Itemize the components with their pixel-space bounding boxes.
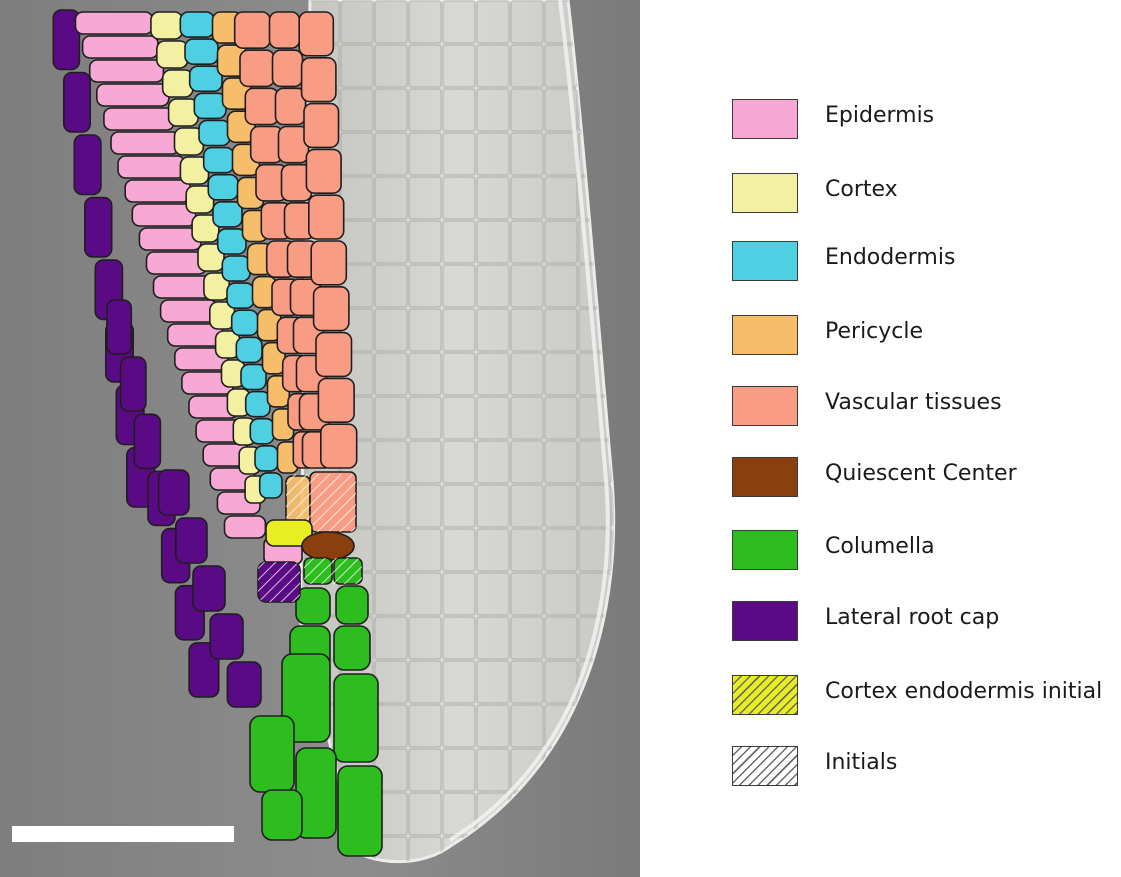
endodermis-cell [199, 120, 230, 145]
legend-item-pericycle: Pericycle [732, 313, 1117, 357]
legend-label-epidermis: Epidermis [825, 101, 934, 131]
columella-cell [262, 790, 302, 840]
endodermis-cell [246, 392, 270, 417]
endodermis-cell [185, 39, 218, 64]
lrc-cell [193, 566, 225, 611]
legend-swatch-epidermis [732, 99, 798, 139]
lrc-cell [134, 414, 160, 468]
lrc-cell [85, 198, 112, 258]
scale-bar [12, 826, 234, 842]
legend-label-columella: Columella [825, 532, 935, 562]
lrc-cell [227, 662, 261, 707]
epidermis-cell [76, 12, 153, 34]
vascular-cell [302, 58, 336, 102]
endodermis-cell [180, 12, 214, 37]
lrc-cell [74, 135, 101, 195]
cortex-cell [151, 12, 183, 39]
vascular-cell [273, 50, 303, 86]
epidermis-cell [111, 132, 180, 154]
initials-hatching [258, 562, 300, 602]
legend-item-cei: Cortex endodermis initial [732, 673, 1117, 717]
vascular-cell [311, 241, 346, 285]
lrc-cell [107, 300, 131, 354]
legend-item-lrc: Lateral root cap [732, 599, 1117, 643]
vascular-cell [240, 50, 274, 86]
lrc-cell [210, 614, 243, 659]
legend-item-cortex: Cortex [732, 171, 1117, 215]
lrc-cell [176, 518, 207, 563]
endodermis-cell [194, 93, 226, 118]
legend-swatch-vascular [732, 386, 798, 426]
legend-item-vascular: Vascular tissues [732, 384, 1117, 428]
endodermis-cell [232, 310, 258, 335]
endodermis-cell [208, 175, 238, 200]
vascular-cell [321, 424, 357, 468]
legend-item-qc: Quiescent Center [732, 455, 1117, 499]
epidermis-cell [83, 36, 158, 58]
columella-cell [296, 588, 330, 624]
cortex-cell [163, 70, 193, 97]
vascular-cell [306, 149, 341, 193]
lrc-cell [64, 73, 90, 133]
columella-cell [334, 674, 378, 762]
epidermis-cell [225, 516, 266, 538]
vascular-cell [304, 104, 339, 148]
legend-swatch-pericycle [732, 315, 798, 355]
initials-hatching [304, 558, 362, 584]
legend-label-pericycle: Pericycle [825, 317, 923, 347]
root-tip-micrograph [0, 0, 640, 877]
legend-item-columella: Columella [732, 528, 1117, 572]
legend-swatch-cortex [732, 173, 798, 213]
columella-cell [334, 626, 370, 670]
vascular-cell [245, 88, 278, 124]
epidermis-cell [125, 180, 190, 202]
epidermis-cell [154, 276, 212, 298]
legend-swatch-initials [732, 746, 798, 786]
epidermis-cell [161, 300, 217, 322]
legend-swatch-columella [732, 530, 798, 570]
columella-cell [250, 716, 294, 792]
lrc-cell [159, 470, 189, 515]
vascular-cell [316, 333, 352, 377]
endodermis-cell [250, 419, 274, 444]
vascular-cell [314, 287, 349, 331]
legend-item-initials: Initials [732, 744, 1117, 788]
legend-item-endodermis: Endodermis [732, 239, 1117, 283]
epidermis-cell [97, 84, 169, 106]
endodermis-cell [222, 256, 250, 281]
vascular-cell [235, 12, 270, 48]
legend-label-vascular: Vascular tissues [825, 388, 1002, 418]
endodermis-cell [227, 283, 254, 308]
legend-label-cortex: Cortex [825, 175, 898, 205]
vascular-cell [309, 195, 344, 239]
epidermis-cell [104, 108, 174, 130]
vascular-cell [270, 12, 300, 48]
epidermis-cell [118, 156, 185, 178]
columella-cell [338, 766, 382, 856]
legend-label-lrc: Lateral root cap [825, 603, 999, 633]
legend-label-cei: Cortex endodermis initial [825, 677, 1102, 707]
columella-cell [336, 586, 368, 624]
endodermis-cell [255, 446, 278, 471]
endodermis-cell [260, 473, 282, 498]
legend-label-initials: Initials [825, 748, 897, 778]
endodermis-cell [236, 337, 262, 362]
quiescent-center [302, 532, 354, 560]
cortex-cell [157, 41, 188, 68]
legend-swatch-endodermis [732, 241, 798, 281]
vascular-cell [299, 12, 333, 56]
legend-item-epidermis: Epidermis [732, 97, 1117, 141]
legend-swatch-cei [732, 675, 798, 715]
legend-swatch-qc [732, 457, 798, 497]
legend-label-endodermis: Endodermis [825, 243, 955, 273]
endodermis-cell [213, 202, 242, 227]
lrc-cell [121, 357, 146, 411]
endodermis-cell [204, 148, 234, 173]
legend-label-qc: Quiescent Center [825, 459, 1017, 489]
legend-swatch-lrc [732, 601, 798, 641]
epidermis-cell [90, 60, 164, 82]
vascular-cell [318, 378, 354, 422]
